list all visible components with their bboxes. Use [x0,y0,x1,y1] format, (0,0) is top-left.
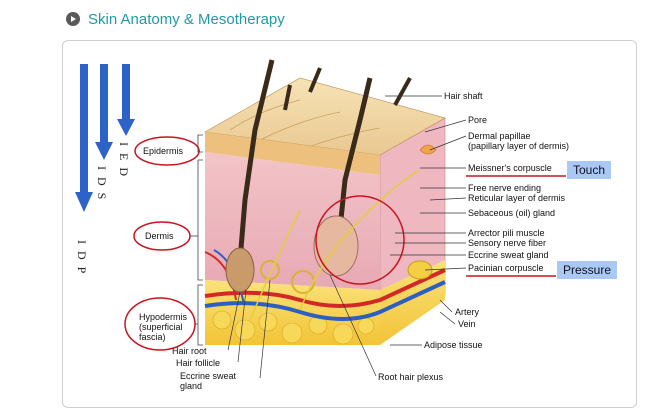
vein-label: Vein [458,319,476,329]
layer-brackets [190,134,203,346]
dermis-label: Dermis [145,231,174,241]
depth-arrows: I E D I D S I D P [75,64,135,275]
ied-label: I E D [117,142,131,178]
hypodermis-label-3: fascia) [139,332,166,342]
idp-arrow [75,64,93,212]
artery-label: Artery [455,307,480,317]
hair-root-label: Hair root [172,346,207,356]
ids-label: I D S [95,166,109,201]
root-plexus-label: Root hair plexus [378,372,444,382]
adipose-label: Adipose tissue [424,340,483,350]
touch-tag: Touch [567,161,612,179]
dermal-papillae-sublabel: (papillary layer of dermis) [468,141,569,151]
pacinian-label: Pacinian corpuscle [468,263,544,273]
ids-arrow [95,64,113,160]
arrector-label: Arrector pili muscle [468,228,545,238]
reticular-label: Reticular layer of dermis [468,193,566,203]
pore-label: Pore [468,115,487,125]
skin-block-illustration [204,59,446,345]
bottom-leader-lines [227,274,377,379]
hypodermis-label-2: (superficial [139,322,183,332]
sensory-label: Sensory nerve fiber [468,238,546,248]
hypodermis-label: Hypodermis [139,312,188,322]
idp-label: I D P [75,240,89,275]
dermal-papillae-label: Dermal papillae [468,131,531,141]
ied-arrow [117,64,135,136]
leader-lines [385,95,467,346]
eccrine-label: Eccrine sweat gland [468,250,549,260]
play-bullet-icon [66,12,80,26]
focus-circle [315,195,405,285]
page-title: Skin Anatomy & Mesotherapy [88,10,285,28]
sebaceous-label: Sebaceous (oil) gland [468,208,555,218]
eccrine-duct-label-2: gland [180,381,202,391]
section-header: Skin Anatomy & Mesotherapy [66,8,285,30]
hair-shaft-label: Hair shaft [444,91,483,101]
epidermis-label: Epidermis [143,146,184,156]
free-nerve-label: Free nerve ending [468,183,541,193]
pressure-tag: Pressure [557,261,618,279]
eccrine-duct-label: Eccrine sweat [180,371,237,381]
hair-follicle-label: Hair follicle [176,358,220,368]
meissner-label: Meissner's corpuscle [468,163,552,173]
